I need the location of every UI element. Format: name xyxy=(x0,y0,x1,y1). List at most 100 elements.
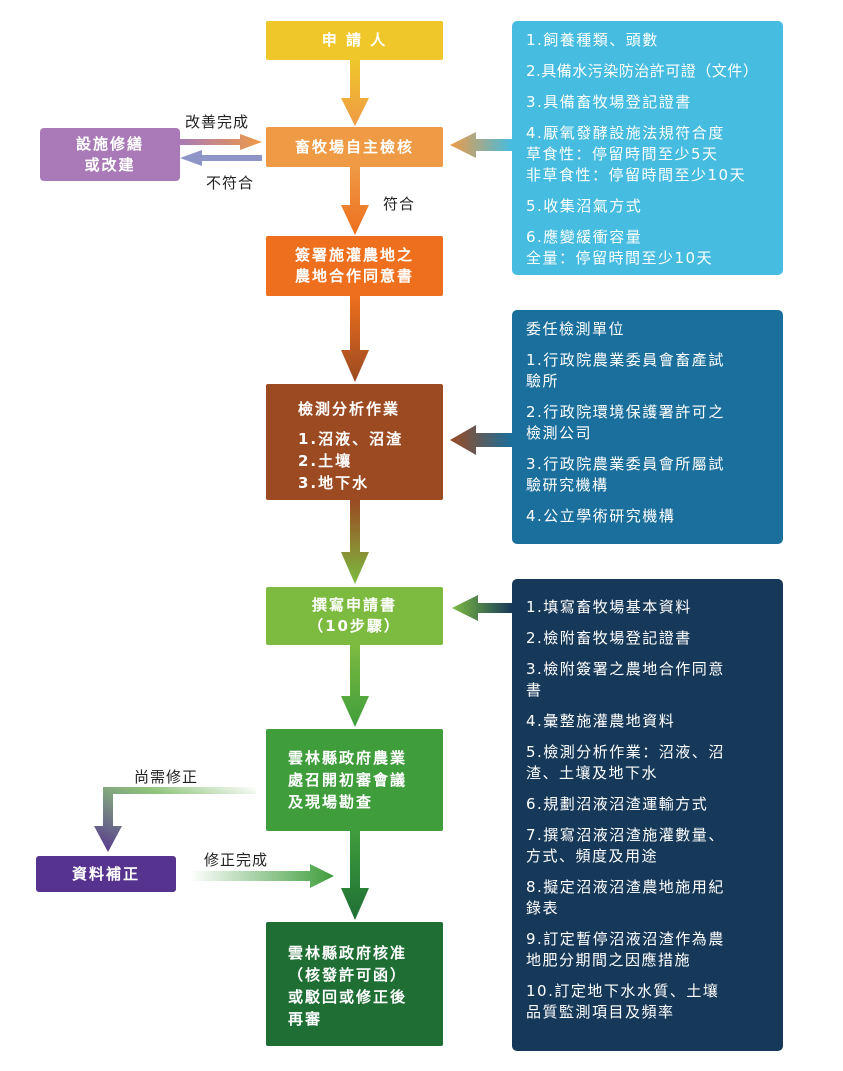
testing-unit-line: 1.行政院農業委員會畜產試 xyxy=(526,351,725,369)
testing-item: 2.土壤 xyxy=(298,452,353,470)
arrow-improved xyxy=(180,134,262,150)
applicant-box: 申 請 人 xyxy=(266,21,443,60)
testing-units-title: 委任檢測單位 xyxy=(526,320,626,338)
requirement-line: 5.收集沼氣方式 xyxy=(526,197,643,215)
requirements-panel: 1.飼養種類、頭數 2.具備水污染防治許可證（文件） 3.具備畜牧場登記證書 4… xyxy=(512,21,783,275)
testing-title: 檢測分析作業 xyxy=(298,400,401,418)
arrow-application-to-review xyxy=(341,645,369,727)
review-meeting-box: 雲林縣政府農業 處召開初審會議 及現場勘查 xyxy=(266,729,443,831)
requirement-line: 2.具備水污染防治許可證（文件） xyxy=(526,62,759,80)
step-line: 3.檢附簽署之農地合作同意 xyxy=(526,660,725,678)
step-item: 8.擬定沼液沼渣農地施用紀 錄表 xyxy=(526,877,769,919)
step-line: 書 xyxy=(526,681,543,699)
requirement-line: 非草食性：停留時間至少10天 xyxy=(526,166,747,184)
review-meeting-line-2: 處召開初審會議 xyxy=(288,771,408,789)
requirement-item: 2.具備水污染防治許可證（文件） xyxy=(526,61,769,82)
write-application-line-1: 撰寫申請書 xyxy=(311,596,397,614)
review-meeting-line-3: 及現場勘查 xyxy=(288,793,374,811)
arrow-testing-to-application xyxy=(341,500,369,584)
step-item: 2.檢附畜牧場登記證書 xyxy=(526,628,769,649)
step-item: 4.彙整施灌農地資料 xyxy=(526,711,769,732)
requirement-item: 4.厭氧發酵設施法規符合度 草食性：停留時間至少5天 非草食性：停留時間至少10… xyxy=(526,123,769,186)
requirement-line: 全量：停留時間至少10天 xyxy=(526,249,714,267)
data-correction-label: 資料補正 xyxy=(71,864,140,883)
step-line: 品質監測項目及頻率 xyxy=(526,1003,675,1021)
arrow-requirements-to-check xyxy=(450,132,512,158)
step-line: 9.訂定暫停沼液沼渣作為農 xyxy=(526,930,725,948)
arrow-need-correction xyxy=(94,787,256,852)
arrow-correction-done xyxy=(190,864,334,888)
arrow-not-compliant xyxy=(180,150,262,166)
requirement-item: 5.收集沼氣方式 xyxy=(526,196,769,217)
testing-unit-line: 驗所 xyxy=(526,372,560,390)
arrow-units-to-testing xyxy=(450,425,512,455)
step-line: 10.訂定地下水水質、土壤 xyxy=(526,982,720,1000)
step-line: 7.撰寫沼液沼渣施灌數量、 xyxy=(526,826,725,844)
data-correction-box: 資料補正 xyxy=(36,856,176,892)
write-application-line-2: （10步驟） xyxy=(308,617,401,635)
testing-unit-item: 2.行政院環境保護署許可之 檢測公司 xyxy=(526,402,769,444)
agreement-box: 簽署施灌農地之 農地合作同意書 xyxy=(266,236,443,296)
step-line: 方式、頻度及用途 xyxy=(526,847,659,865)
label-improved: 改善完成 xyxy=(185,113,250,131)
application-steps-panel: 1.填寫畜牧場基本資料 2.檢附畜牧場登記證書 3.檢附簽署之農地合作同意 書 … xyxy=(512,579,783,1051)
facility-repair-line-2: 或改建 xyxy=(84,155,136,174)
step-item: 7.撰寫沼液沼渣施灌數量、 方式、頻度及用途 xyxy=(526,825,769,867)
requirement-item: 1.飼養種類、頭數 xyxy=(526,30,769,51)
testing-box: 檢測分析作業 1.沼液、沼渣 2.土壤 3.地下水 xyxy=(266,384,443,500)
final-approval-line-2: （核發許可函） xyxy=(288,966,408,984)
arrow-check-to-agreement xyxy=(341,167,369,235)
label-compliant: 符合 xyxy=(383,195,416,213)
step-item: 1.填寫畜牧場基本資料 xyxy=(526,597,769,618)
arrow-applicant-to-check xyxy=(341,60,369,126)
requirement-line: 草食性：停留時間至少5天 xyxy=(526,145,719,163)
testing-item: 1.沼液、沼渣 xyxy=(298,430,404,448)
self-check-label: 畜牧場自主檢核 xyxy=(294,137,414,156)
requirement-line: 3.具備畜牧場登記證書 xyxy=(526,93,692,111)
agreement-line-2: 農地合作同意書 xyxy=(294,267,414,285)
requirement-line: 4.厭氧發酵設施法規符合度 xyxy=(526,124,725,142)
testing-unit-line: 3.行政院農業委員會所屬試 xyxy=(526,455,725,473)
step-line: 錄表 xyxy=(526,899,560,917)
testing-unit-line: 2.行政院環境保護署許可之 xyxy=(526,403,725,421)
final-approval-line-1: 雲林縣政府核准 xyxy=(288,944,408,962)
testing-unit-item: 3.行政院農業委員會所屬試 驗研究機構 xyxy=(526,454,769,496)
agreement-line-1: 簽署施灌農地之 xyxy=(294,246,414,264)
testing-unit-item: 1.行政院農業委員會畜產試 驗所 xyxy=(526,350,769,392)
step-line: 地肥分期間之因應措施 xyxy=(526,951,692,969)
final-approval-box: 雲林縣政府核准 （核發許可函） 或駁回或修正後 再審 xyxy=(266,922,443,1046)
self-check-box: 畜牧場自主檢核 xyxy=(266,127,443,167)
step-item: 5.檢測分析作業：沼液、沼 渣、土壤及地下水 xyxy=(526,742,769,784)
step-line: 1.填寫畜牧場基本資料 xyxy=(526,598,692,616)
applicant-label: 申 請 人 xyxy=(321,31,388,49)
requirement-item: 6.應變緩衝容量 全量：停留時間至少10天 xyxy=(526,227,769,269)
step-line: 2.檢附畜牧場登記證書 xyxy=(526,629,692,647)
label-need-correction: 尚需修正 xyxy=(134,768,199,786)
final-approval-line-4: 再審 xyxy=(288,1010,323,1028)
testing-unit-line: 檢測公司 xyxy=(526,424,593,442)
requirement-line: 1.飼養種類、頭數 xyxy=(526,31,659,49)
step-item: 9.訂定暫停沼液沼渣作為農 地肥分期間之因應措施 xyxy=(526,929,769,971)
testing-unit-line: 4.公立學術研究機構 xyxy=(526,507,676,525)
testing-units-panel: 委任檢測單位 1.行政院農業委員會畜產試 驗所 2.行政院環境保護署許可之 檢測… xyxy=(512,310,783,544)
step-item: 3.檢附簽署之農地合作同意 書 xyxy=(526,659,769,701)
step-line: 5.檢測分析作業：沼液、沼 xyxy=(526,743,725,761)
arrow-agreement-to-testing xyxy=(341,296,369,382)
step-item: 6.規劃沼液沼渣運輸方式 xyxy=(526,794,769,815)
review-meeting-line-1: 雲林縣政府農業 xyxy=(288,749,408,767)
step-line: 8.擬定沼液沼渣農地施用紀 xyxy=(526,878,725,896)
testing-unit-item: 4.公立學術研究機構 xyxy=(526,506,769,527)
arrow-steps-to-application xyxy=(452,595,512,621)
final-approval-line-3: 或駁回或修正後 xyxy=(288,988,408,1006)
label-correction-done: 修正完成 xyxy=(204,851,269,869)
requirement-item: 3.具備畜牧場登記證書 xyxy=(526,92,769,113)
step-item: 10.訂定地下水水質、土壤 品質監測項目及頻率 xyxy=(526,981,769,1023)
facility-repair-line-1: 設施修繕 xyxy=(75,134,144,153)
step-line: 4.彙整施灌農地資料 xyxy=(526,712,676,730)
arrow-review-to-approval xyxy=(341,831,369,920)
testing-item: 3.地下水 xyxy=(298,474,370,492)
label-not-compliant: 不符合 xyxy=(206,174,255,192)
testing-unit-line: 驗研究機構 xyxy=(526,476,609,494)
step-line: 6.規劃沼液沼渣運輸方式 xyxy=(526,795,709,813)
